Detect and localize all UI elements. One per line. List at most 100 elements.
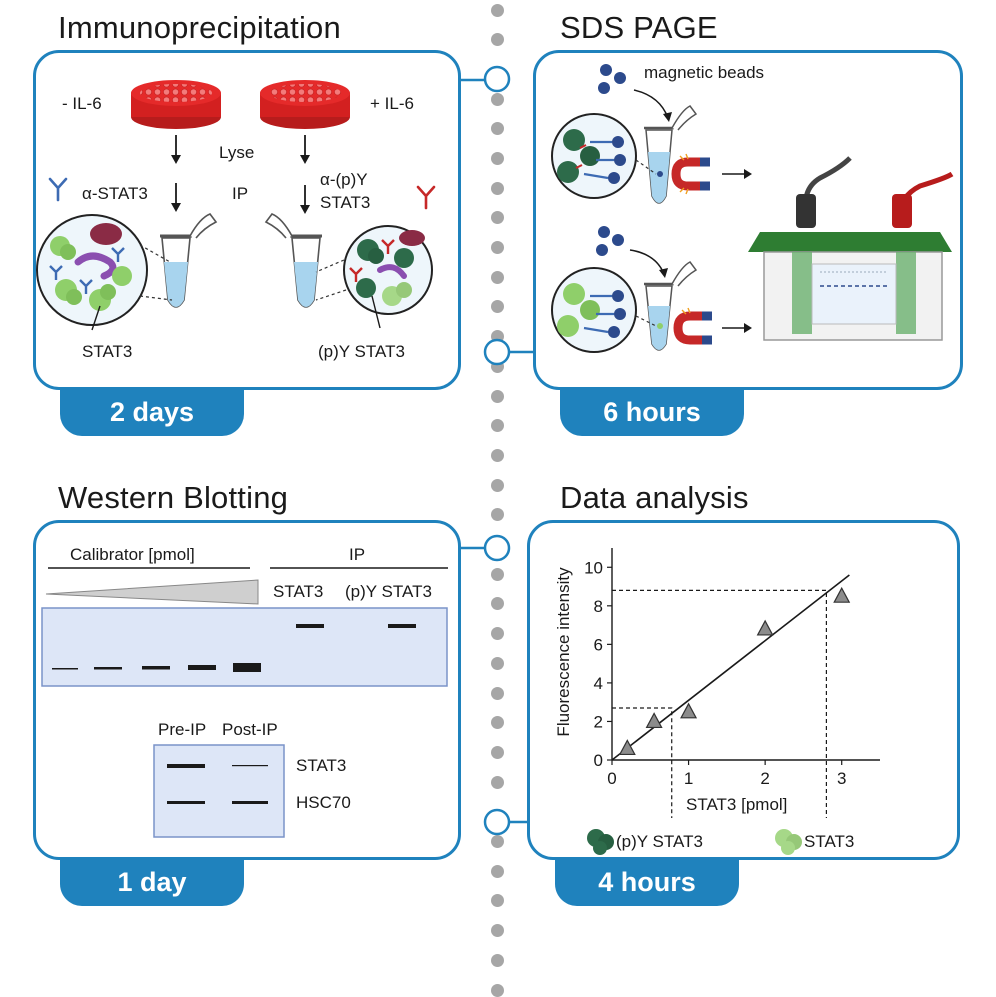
timeline-dot (490, 241, 504, 255)
magnetic-beads-label: magnetic beads (644, 63, 765, 82)
tube-right-icon (264, 213, 322, 308)
antibody-icon-stat3 (48, 177, 68, 202)
pre-ip-hsc70-band (167, 801, 205, 804)
sds-duration-tab: 6 hours (560, 388, 744, 436)
timeline-dot (490, 508, 504, 522)
timeline-dot (490, 211, 504, 225)
timeline-dot (490, 92, 504, 106)
timeline-dot (490, 122, 504, 136)
timeline-dot (490, 983, 504, 997)
ip-band-stat3 (296, 624, 324, 628)
timeline-dot (490, 864, 504, 878)
calibrator-band-5 (233, 663, 261, 672)
anti-pystat3-label-line2: STAT3 (320, 193, 371, 212)
calibrator-band-4 (188, 665, 216, 670)
y-tick-label: 4 (594, 674, 603, 693)
y-tick-label: 6 (594, 635, 603, 654)
wb-duration-tab: 1 day (60, 858, 244, 906)
timeline-dot (490, 478, 504, 492)
pre-ip-label: Pre-IP (158, 720, 207, 739)
petri-dish-minus-il6 (131, 80, 221, 129)
readout-line (612, 589, 827, 818)
ip-header-label: IP (349, 545, 366, 564)
timeline-dot (490, 627, 504, 641)
plus-il6-label: + IL-6 (370, 94, 414, 113)
post-ip-stat3-band (232, 765, 268, 767)
timeline-dot (490, 745, 504, 759)
timeline-dot (490, 597, 504, 611)
lyse-label: Lyse (219, 143, 255, 162)
timeline-dot (490, 270, 504, 284)
timeline-dot (490, 775, 504, 789)
legend-pystat3-icon (587, 829, 614, 855)
pystat3-protein-label: (p)Y STAT3 (318, 342, 405, 361)
ip-step-label: IP (232, 184, 249, 203)
y-tick-label: 10 (584, 558, 603, 577)
timeline-dot (490, 448, 504, 462)
analysis-panel (527, 520, 960, 860)
x-tick-label: 3 (837, 769, 846, 788)
zoom-circle-beads-bottom (551, 267, 657, 353)
ip-duration: 2 days (109, 396, 195, 427)
ip-duration-tab: 2 days (60, 388, 244, 436)
loading-control-membrane (153, 744, 285, 838)
magnet-icon-bottom (673, 307, 712, 345)
timeline-dot (490, 835, 504, 848)
wb-duration: 1 day (117, 866, 187, 897)
petri-dish-plus-il6 (260, 80, 350, 129)
anti-pystat3-label-line1: α-(p)Y (320, 170, 368, 189)
chart-xlabel: STAT3 [pmol] (686, 795, 788, 814)
minus-il6-label: - IL-6 (62, 94, 102, 113)
magnetic-beads-icon-bottom (596, 226, 624, 256)
y-tick-label: 2 (594, 712, 603, 731)
zoom-circle-stat3 (36, 214, 173, 331)
sds-title: SDS PAGE (560, 10, 718, 45)
timeline-dot (490, 33, 504, 47)
timeline-node-wb (483, 534, 511, 562)
lane-pystat3-label: (p)Y STAT3 (345, 582, 432, 601)
band-hsc70-label: HSC70 (296, 793, 351, 812)
magnetic-beads-icon-top (598, 64, 626, 94)
legend-stat3-icon (775, 829, 802, 855)
timeline-dot (490, 656, 504, 670)
timeline-dot (490, 419, 504, 433)
zoom-circle-beads-top (551, 113, 657, 199)
readout-line (612, 707, 673, 818)
gel-electrophoresis-icon (748, 156, 954, 341)
tube-beads-top-icon (644, 105, 698, 204)
x-tick-label: 0 (607, 769, 616, 788)
timeline-dot (490, 300, 504, 314)
timeline-dot (490, 3, 504, 17)
timeline-dot (490, 894, 504, 908)
lane-stat3-label: STAT3 (273, 582, 324, 601)
timeline-node-analysis (483, 808, 511, 836)
tube-beads-bottom-icon (644, 261, 698, 351)
analysis-duration: 4 hours (598, 866, 696, 897)
y-tick-label: 8 (594, 597, 603, 616)
timeline-node-ip (483, 65, 511, 93)
x-tick-label: 2 (760, 769, 769, 788)
ip-title: Immunoprecipitation (58, 10, 341, 45)
timeline-dot (490, 151, 504, 165)
stat3-protein-label: STAT3 (82, 342, 133, 361)
timeline-dot (490, 716, 504, 730)
sds-duration: 6 hours (603, 396, 701, 427)
tube-left-icon (160, 213, 218, 308)
x-tick-label: 1 (684, 769, 693, 788)
calibrator-band-2 (94, 667, 122, 670)
post-ip-label: Post-IP (222, 720, 278, 739)
ip-band-pystat3 (388, 624, 416, 628)
fit-line (611, 574, 850, 761)
pre-ip-stat3-band (167, 764, 205, 768)
analysis-title: Data analysis (560, 480, 749, 515)
analysis-duration-tab: 4 hours (555, 858, 739, 906)
data-point (833, 586, 851, 603)
timeline-dot (490, 686, 504, 700)
data-point (680, 702, 698, 719)
timeline-dot (490, 181, 504, 195)
